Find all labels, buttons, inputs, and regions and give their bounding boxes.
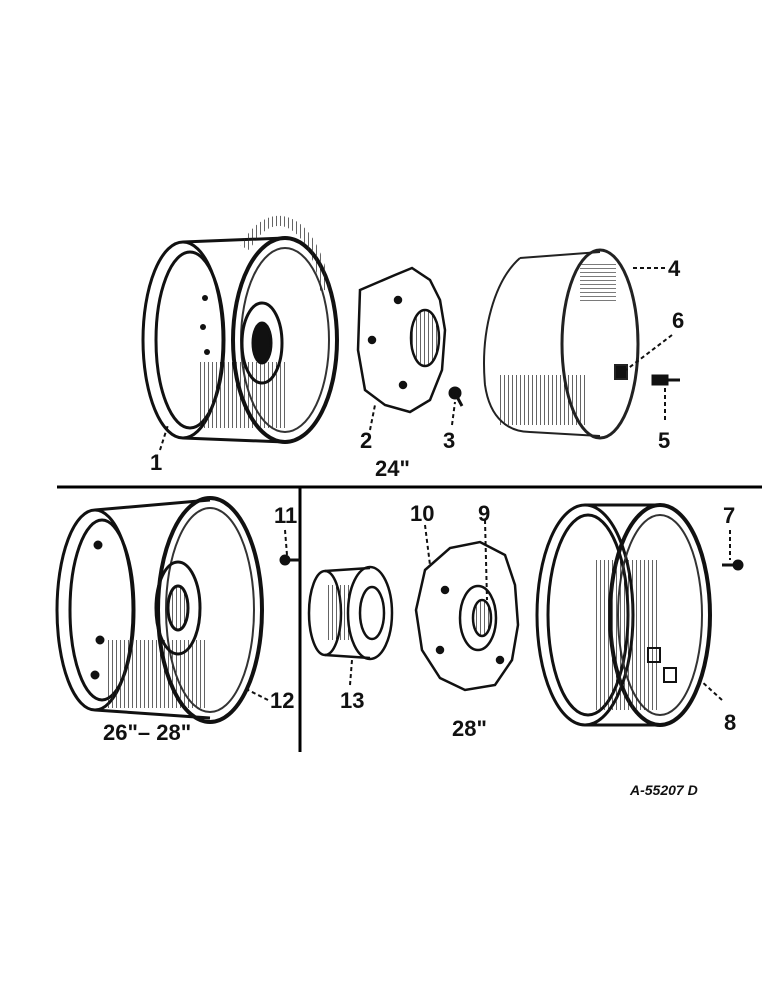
hub-part-13 (307, 565, 394, 661)
callout-12: 12 (270, 688, 295, 713)
callout-5: 5 (658, 428, 671, 453)
wheel-rim-part-12 (55, 496, 264, 724)
rim-part-4 (483, 248, 640, 440)
callout-3: 3 (443, 428, 456, 453)
callout-11: 11 (274, 503, 298, 528)
callout-8: 8 (724, 710, 737, 735)
caption-28-inch: 28" (452, 716, 487, 741)
caption-26-28-inch: 26"– 28" (103, 720, 192, 745)
callout-7: 7 (723, 503, 736, 528)
caption-24-inch: 24" (375, 456, 410, 481)
leader-lines (159, 267, 731, 701)
bolt-part-7 (722, 559, 744, 571)
callout-4: 4 (668, 256, 681, 281)
rim-part-8 (535, 503, 712, 727)
callout-1: 1 (150, 450, 163, 475)
bolt-part-11 (279, 554, 300, 566)
callout-2: 2 (360, 428, 373, 453)
bolt-part-3 (448, 386, 464, 407)
callout-6: 6 (672, 308, 685, 333)
reference-code: A-55207 D (630, 782, 698, 798)
callout-10: 10 (410, 501, 435, 526)
center-plate-part-10 (414, 540, 520, 692)
wheel-rim-part-1 (141, 215, 339, 444)
callout-13: 13 (340, 688, 365, 713)
callout-9: 9 (478, 501, 491, 526)
bolt-part-5 (651, 374, 680, 386)
center-plate-part-2 (356, 266, 447, 414)
